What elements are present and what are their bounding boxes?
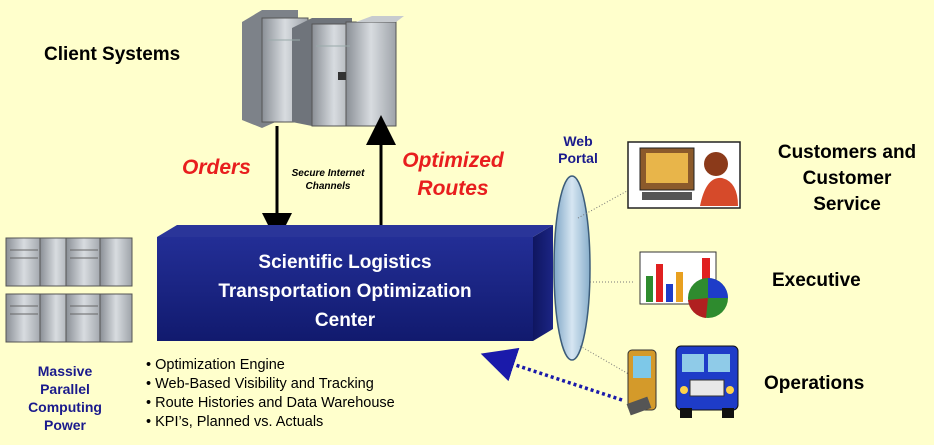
- customers-label: Customers and Customer Service: [752, 140, 934, 218]
- massive-parallel-label: Massive Parallel Computing Power: [6, 362, 124, 434]
- feature-item: Optimization Engine: [146, 356, 395, 375]
- web-portal-line-2: Portal: [558, 150, 598, 166]
- customer-service-icon: [627, 141, 741, 209]
- truck-icon: [675, 345, 739, 418]
- orders-label: Orders: [182, 156, 251, 179]
- server-cluster-icon: [242, 10, 404, 128]
- secure-channels-label: Secure Internet Channels: [278, 167, 378, 193]
- connector-operations: [579, 345, 633, 377]
- feedback-arrow: [480, 347, 623, 402]
- executive-label: Executive: [772, 270, 861, 291]
- center-title-line-2: Transportation Optimization: [218, 280, 472, 302]
- feature-list: Optimization Engine Web-Based Visibility…: [146, 356, 395, 432]
- operations-label: Operations: [764, 373, 865, 394]
- web-portal-label: Web Portal: [548, 133, 608, 167]
- center-title-line-3: Center: [314, 309, 376, 331]
- optimized-routes-line-1: Optimized: [402, 149, 504, 172]
- web-portal-lens: [553, 175, 591, 361]
- massive-line-3: Computing: [28, 399, 102, 415]
- handheld-device-icon: [626, 349, 657, 416]
- feature-item: Web-Based Visibility and Tracking: [146, 375, 395, 394]
- secure-channels-line-2: Channels: [305, 181, 351, 192]
- executive-chart-icon: [639, 251, 728, 318]
- massive-line-1: Massive: [37, 363, 93, 379]
- customers-line-3: Service: [813, 194, 881, 215]
- customers-line-2: Customer: [802, 168, 892, 189]
- optimization-center-box: Scientific Logistics Transportation Opti…: [157, 237, 533, 341]
- center-box-top: [157, 225, 553, 237]
- web-portal-line-1: Web: [563, 133, 593, 149]
- feature-item: KPI’s, Planned vs. Actuals: [146, 413, 395, 432]
- parallel-servers-icon: [5, 237, 133, 343]
- center-title-line-1: Scientific Logistics: [258, 251, 432, 273]
- optimized-routes-line-2: Routes: [417, 177, 489, 200]
- optimized-routes-label: Optimized Routes: [388, 147, 518, 203]
- massive-line-2: Parallel: [40, 381, 90, 397]
- client-systems-label: Client Systems: [44, 44, 181, 65]
- secure-channels-line-1: Secure Internet: [291, 168, 365, 179]
- center-box-side: [533, 225, 553, 341]
- massive-line-4: Power: [43, 417, 86, 433]
- feature-item: Route Histories and Data Warehouse: [146, 394, 395, 413]
- customers-line-1: Customers and: [777, 142, 917, 163]
- connector-customers: [577, 185, 637, 219]
